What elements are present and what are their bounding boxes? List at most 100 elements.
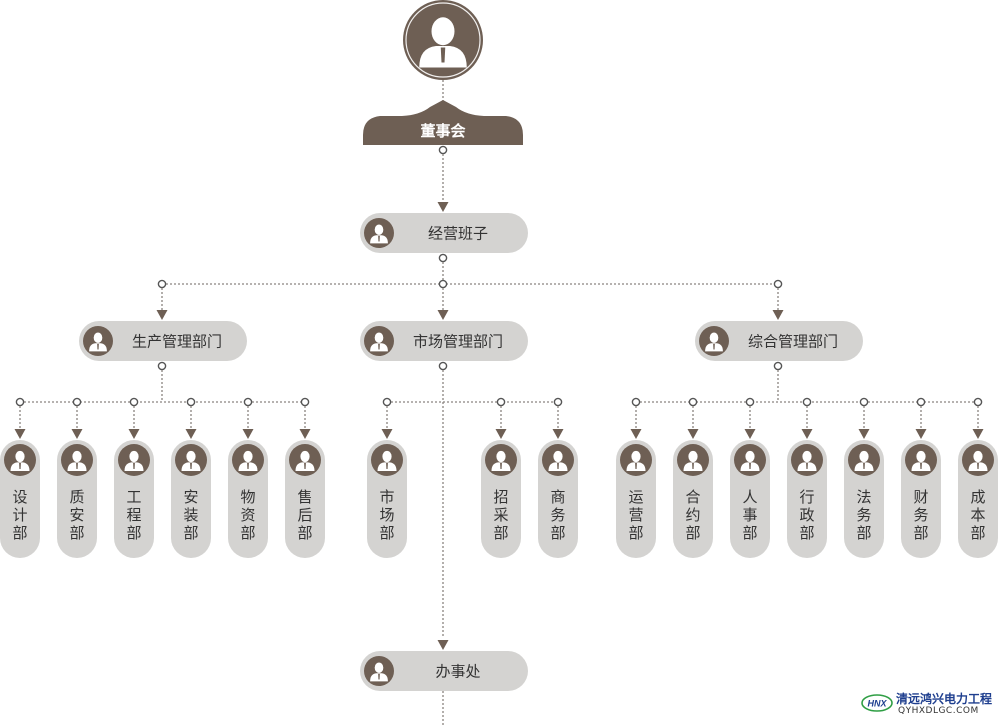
department-node-label-char: 本 — [970, 506, 985, 524]
connector-dot — [773, 279, 783, 289]
department-node-label-char: 务 — [856, 506, 871, 524]
arrow-head — [915, 429, 927, 439]
arrow-head — [437, 640, 449, 650]
connector-dot — [72, 397, 82, 407]
department-node-label-char: 质 — [69, 488, 84, 506]
arrow-head — [972, 429, 984, 439]
arrow-head — [299, 429, 311, 439]
department-node-label-char: 工 — [126, 488, 141, 506]
department-node-label-char: 物 — [240, 488, 255, 506]
division-market-label: 市场管理部门 — [413, 333, 503, 351]
department-node-label-char: 行 — [799, 488, 814, 506]
arrow-head — [858, 429, 870, 439]
person-icon — [542, 444, 574, 476]
department-node-label-char: 部 — [126, 524, 141, 542]
arrow-head — [772, 310, 784, 320]
division-general-label: 综合管理部门 — [748, 333, 838, 351]
arrow-head — [630, 429, 642, 439]
connector-dot — [129, 397, 139, 407]
department-node-label-char: 部 — [69, 524, 84, 542]
department-node-label-char: 法 — [856, 488, 871, 506]
office-node: 办事处 — [360, 651, 528, 691]
office-node-label: 办事处 — [435, 663, 480, 681]
management-node-label: 经营班子 — [428, 225, 488, 243]
department-node-label-char: 人 — [742, 488, 757, 506]
person-icon — [620, 444, 652, 476]
department-node-label-char: 事 — [742, 506, 757, 524]
person-icon — [289, 444, 321, 476]
connector-dot — [553, 397, 563, 407]
department-node-label-char: 部 — [799, 524, 814, 542]
connector-dot — [300, 397, 310, 407]
department-node-label-char: 后 — [297, 506, 312, 524]
department-node-label-char: 部 — [379, 524, 394, 542]
department-node-label-char: 采 — [493, 506, 508, 524]
department-node-label-char: 部 — [742, 524, 757, 542]
person-icon — [83, 326, 113, 356]
department-node-label-char: 部 — [12, 524, 27, 542]
connector-dot — [382, 397, 392, 407]
department-node-label-char: 财 — [913, 488, 928, 506]
arrow-head — [552, 429, 564, 439]
person-icon — [699, 326, 729, 356]
person-icon — [371, 444, 403, 476]
department-node-label-char: 约 — [685, 506, 700, 524]
person-icon — [734, 444, 766, 476]
department-node-label-char: 运 — [628, 488, 643, 506]
person-icon — [364, 326, 394, 356]
management-node: 经营班子 — [360, 213, 528, 253]
department-node-label-char: 部 — [183, 524, 198, 542]
watermark-company-name: 清远鸿兴电力工程 — [896, 692, 993, 706]
department-node-label-char: 售 — [297, 488, 312, 506]
board-node: 董事会 — [363, 100, 523, 145]
person-icon — [848, 444, 880, 476]
department-node-label-char: 部 — [856, 524, 871, 542]
connector-dot — [438, 361, 448, 371]
department-node-label-char: 部 — [913, 524, 928, 542]
connector-dot — [15, 397, 25, 407]
division-general: 综合管理部门 — [695, 321, 863, 361]
org-nodes: 董事会经营班子生产管理部门市场管理部门综合管理部门设计部质安部工程部安装部物资部… — [0, 0, 998, 691]
arrow-head — [185, 429, 197, 439]
person-icon — [962, 444, 994, 476]
department-node-label-char: 部 — [685, 524, 700, 542]
connector-dot — [631, 397, 641, 407]
department-node-label-char: 资 — [240, 506, 255, 524]
division-production: 生产管理部门 — [79, 321, 247, 361]
person-icon — [905, 444, 937, 476]
connector-dot — [186, 397, 196, 407]
connector-dot — [802, 397, 812, 407]
connector-dot — [496, 397, 506, 407]
connector-dot — [916, 397, 926, 407]
arrow-head — [156, 310, 168, 320]
division-production-label: 生产管理部门 — [132, 333, 222, 351]
connector-dot — [438, 279, 448, 289]
department-node-label-char: 招 — [493, 488, 508, 506]
connector-dot — [157, 279, 167, 289]
arrow-head — [437, 310, 449, 320]
connector-dot — [688, 397, 698, 407]
arrow-head — [14, 429, 26, 439]
department-node-label-char: 合 — [685, 488, 700, 506]
watermark-url: QYHXDLGC.COM — [898, 706, 979, 716]
division-market: 市场管理部门 — [360, 321, 528, 361]
arrow-head — [801, 429, 813, 439]
department-node-label-char: 部 — [628, 524, 643, 542]
arrow-head — [437, 202, 449, 212]
department-node-label-char: 部 — [240, 524, 255, 542]
person-icon — [118, 444, 150, 476]
connector-dot — [157, 361, 167, 371]
connector-dot — [773, 361, 783, 371]
department-node-label-char: 市 — [379, 488, 394, 506]
department-node-label-char: 安 — [183, 488, 198, 506]
board-avatar-icon — [403, 0, 483, 80]
department-node-label-char: 成 — [970, 488, 985, 506]
svg-text:HNX: HNX — [867, 699, 887, 709]
person-icon — [175, 444, 207, 476]
person-icon — [61, 444, 93, 476]
board-label: 董事会 — [420, 122, 465, 140]
arrow-head — [744, 429, 756, 439]
arrow-head — [687, 429, 699, 439]
department-node-label-char: 计 — [12, 506, 27, 524]
